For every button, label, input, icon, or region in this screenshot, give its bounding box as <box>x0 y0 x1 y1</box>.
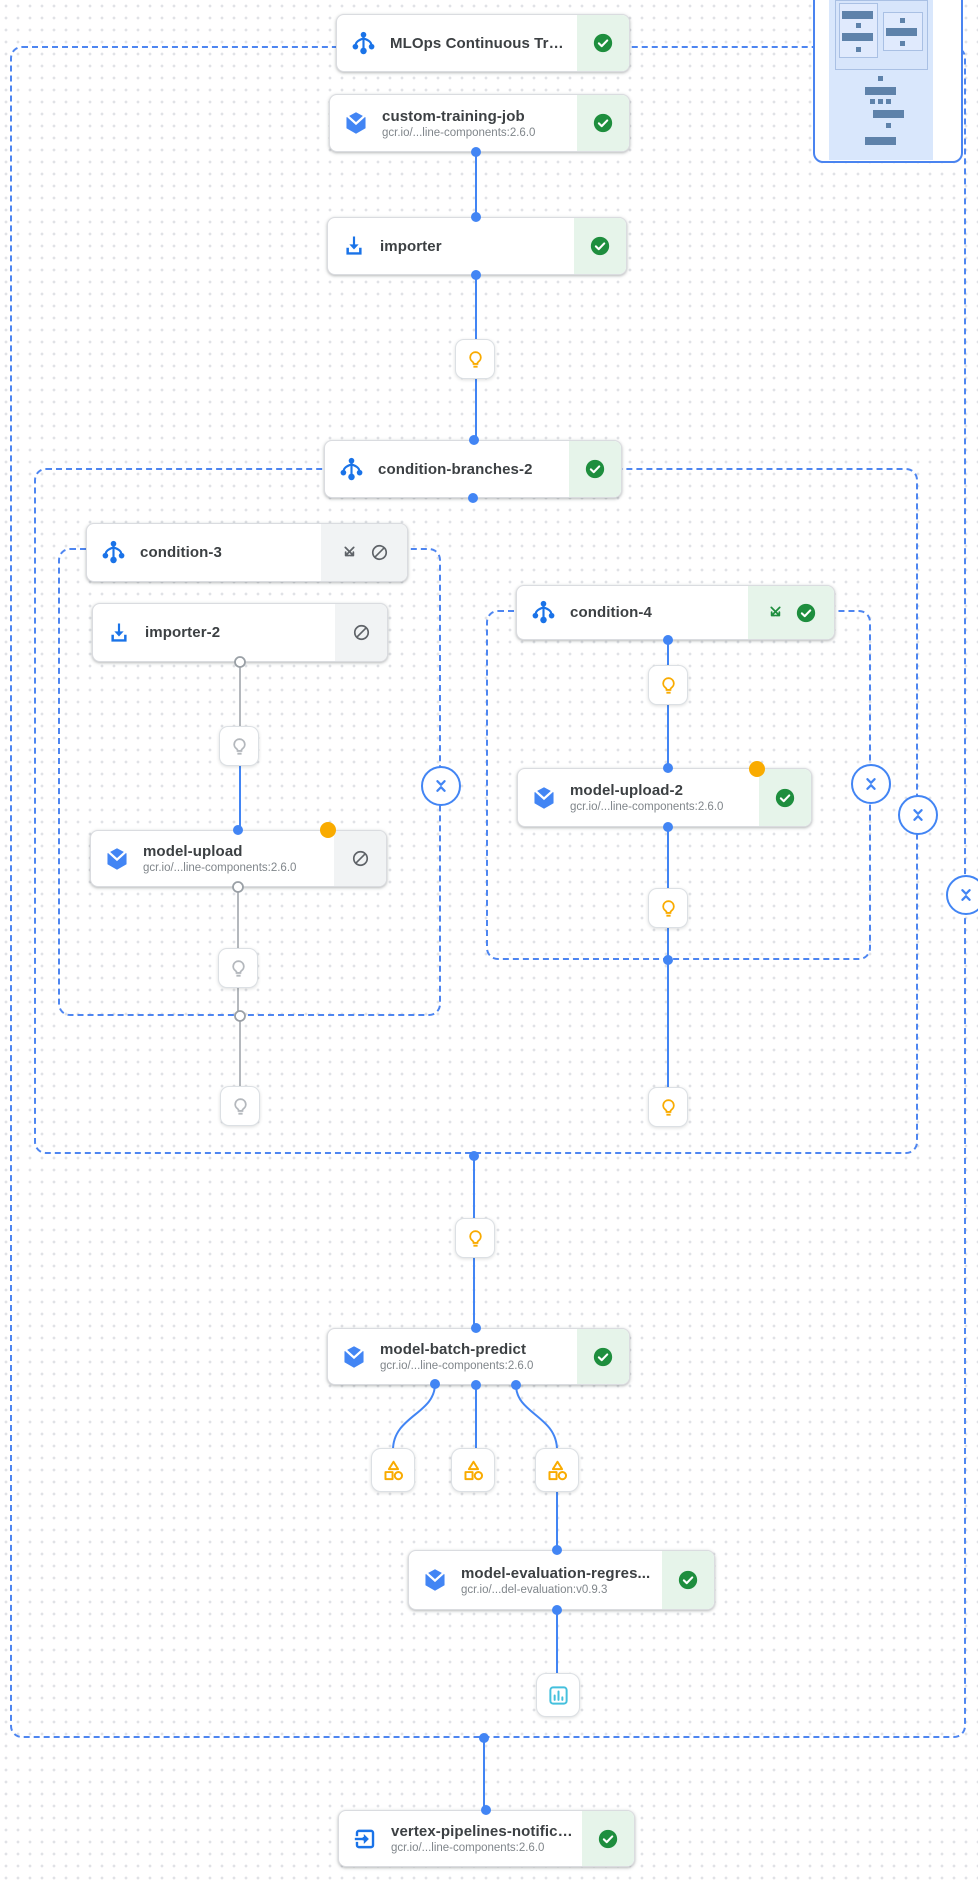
branch-split-icon <box>765 602 786 623</box>
node-title: importer <box>380 237 442 255</box>
node-condition-4[interactable]: condition-4 <box>516 585 835 640</box>
node-title: condition-branches-2 <box>378 460 533 478</box>
node-title: vertex-pipelines-notificat... <box>391 1823 574 1840</box>
collapse-condition-4-button[interactable] <box>851 764 891 804</box>
collapse-root-button[interactable] <box>946 875 978 915</box>
status-badge <box>577 1329 629 1384</box>
node-subtitle: gcr.io/...line-components:2.6.0 <box>570 801 724 813</box>
node-title: custom-training-job <box>382 107 525 125</box>
artifact-icon[interactable] <box>371 1448 415 1492</box>
node-model-evaluation-regression[interactable]: model-evaluation-regres... gcr.io/...del… <box>408 1550 715 1610</box>
status-badge <box>569 441 621 497</box>
node-subtitle: gcr.io/...line-components:2.6.0 <box>143 862 297 874</box>
node-custom-training-job[interactable]: custom-training-job gcr.io/...line-compo… <box>329 94 630 152</box>
node-condition-3[interactable]: condition-3 <box>86 523 408 582</box>
success-check-icon <box>597 1828 619 1850</box>
unfold-less-icon <box>859 772 883 796</box>
dag-icon <box>100 539 127 566</box>
status-badge <box>582 1811 634 1866</box>
node-title: model-batch-predict <box>380 1341 527 1358</box>
node-model-upload[interactable]: model-upload gcr.io/...line-components:2… <box>90 830 387 887</box>
import-icon <box>341 233 367 259</box>
success-check-icon <box>677 1569 699 1591</box>
condition-bulb-icon-skipped[interactable] <box>220 1086 260 1126</box>
success-check-icon <box>584 458 606 480</box>
status-badge <box>335 604 387 661</box>
node-importer[interactable]: importer <box>327 217 627 275</box>
status-badge <box>574 218 626 274</box>
status-badge <box>577 95 629 151</box>
collapse-condition-3-button[interactable] <box>421 766 461 806</box>
dag-icon <box>530 599 557 626</box>
cube-icon <box>341 1344 367 1370</box>
node-subtitle: gcr.io/...line-components:2.6.0 <box>380 1360 534 1372</box>
success-check-icon <box>592 112 614 134</box>
branch-split-icon <box>339 542 360 563</box>
status-badge <box>759 769 811 826</box>
node-model-upload-2[interactable]: model-upload-2 gcr.io/...line-components… <box>517 768 812 827</box>
cube-icon <box>531 785 557 811</box>
status-badge <box>662 1551 714 1609</box>
cube-icon <box>422 1567 448 1593</box>
success-check-icon <box>592 32 614 54</box>
node-subtitle: gcr.io/...del-evaluation:v0.9.3 <box>461 1583 608 1596</box>
status-badge <box>334 831 386 886</box>
status-badge <box>321 524 407 581</box>
node-title: model-upload <box>143 843 243 860</box>
node-mlops-root[interactable]: MLOps Continuous Traini... <box>336 14 630 72</box>
unfold-less-icon <box>429 774 453 798</box>
dag-icon <box>350 30 377 57</box>
unfold-less-icon <box>954 883 978 907</box>
success-check-icon <box>774 787 796 809</box>
node-vertex-pipelines-notification[interactable]: vertex-pipelines-notificat... gcr.io/...… <box>338 1810 635 1867</box>
cube-icon <box>104 846 130 872</box>
dag-icon <box>338 456 365 483</box>
node-title: condition-4 <box>570 604 652 621</box>
metrics-artifact-icon[interactable] <box>536 1673 580 1717</box>
skipped-icon <box>369 542 390 563</box>
cube-icon <box>343 110 369 136</box>
condition-bulb-icon[interactable] <box>455 1218 495 1258</box>
node-condition-branches-2[interactable]: condition-branches-2 <box>324 440 622 498</box>
node-importer-2[interactable]: importer-2 <box>92 603 388 662</box>
success-check-icon <box>592 1346 614 1368</box>
artifact-icon[interactable] <box>535 1448 579 1492</box>
exit-icon <box>352 1826 378 1852</box>
node-subtitle: gcr.io/...line-components:2.6.0 <box>391 1842 545 1854</box>
artifact-icon[interactable] <box>451 1448 495 1492</box>
node-title: model-upload-2 <box>570 782 684 799</box>
node-subtitle: gcr.io/...line-components:2.6.0 <box>382 126 536 139</box>
node-title: importer-2 <box>145 624 221 641</box>
collapse-condition-branches-2-button[interactable] <box>898 795 938 835</box>
node-model-batch-predict[interactable]: model-batch-predict gcr.io/...line-compo… <box>327 1328 630 1385</box>
success-check-icon <box>795 602 817 624</box>
node-title: model-evaluation-regres... <box>461 1564 651 1582</box>
skipped-icon <box>351 622 372 643</box>
unfold-less-icon <box>906 803 930 827</box>
skipped-icon <box>350 848 371 869</box>
condition-bulb-icon[interactable] <box>648 888 688 928</box>
node-title: condition-3 <box>140 544 222 561</box>
condition-bulb-icon-skipped[interactable] <box>218 948 258 988</box>
condition-bulb-icon[interactable] <box>648 665 688 705</box>
status-badge <box>748 586 834 639</box>
condition-bulb-icon[interactable] <box>455 339 495 379</box>
success-check-icon <box>589 235 611 257</box>
condition-bulb-icon[interactable] <box>648 1087 688 1127</box>
condition-bulb-icon-skipped[interactable] <box>219 726 259 766</box>
status-badge <box>577 15 629 71</box>
import-icon <box>106 620 132 646</box>
node-title: MLOps Continuous Traini... <box>390 34 569 52</box>
